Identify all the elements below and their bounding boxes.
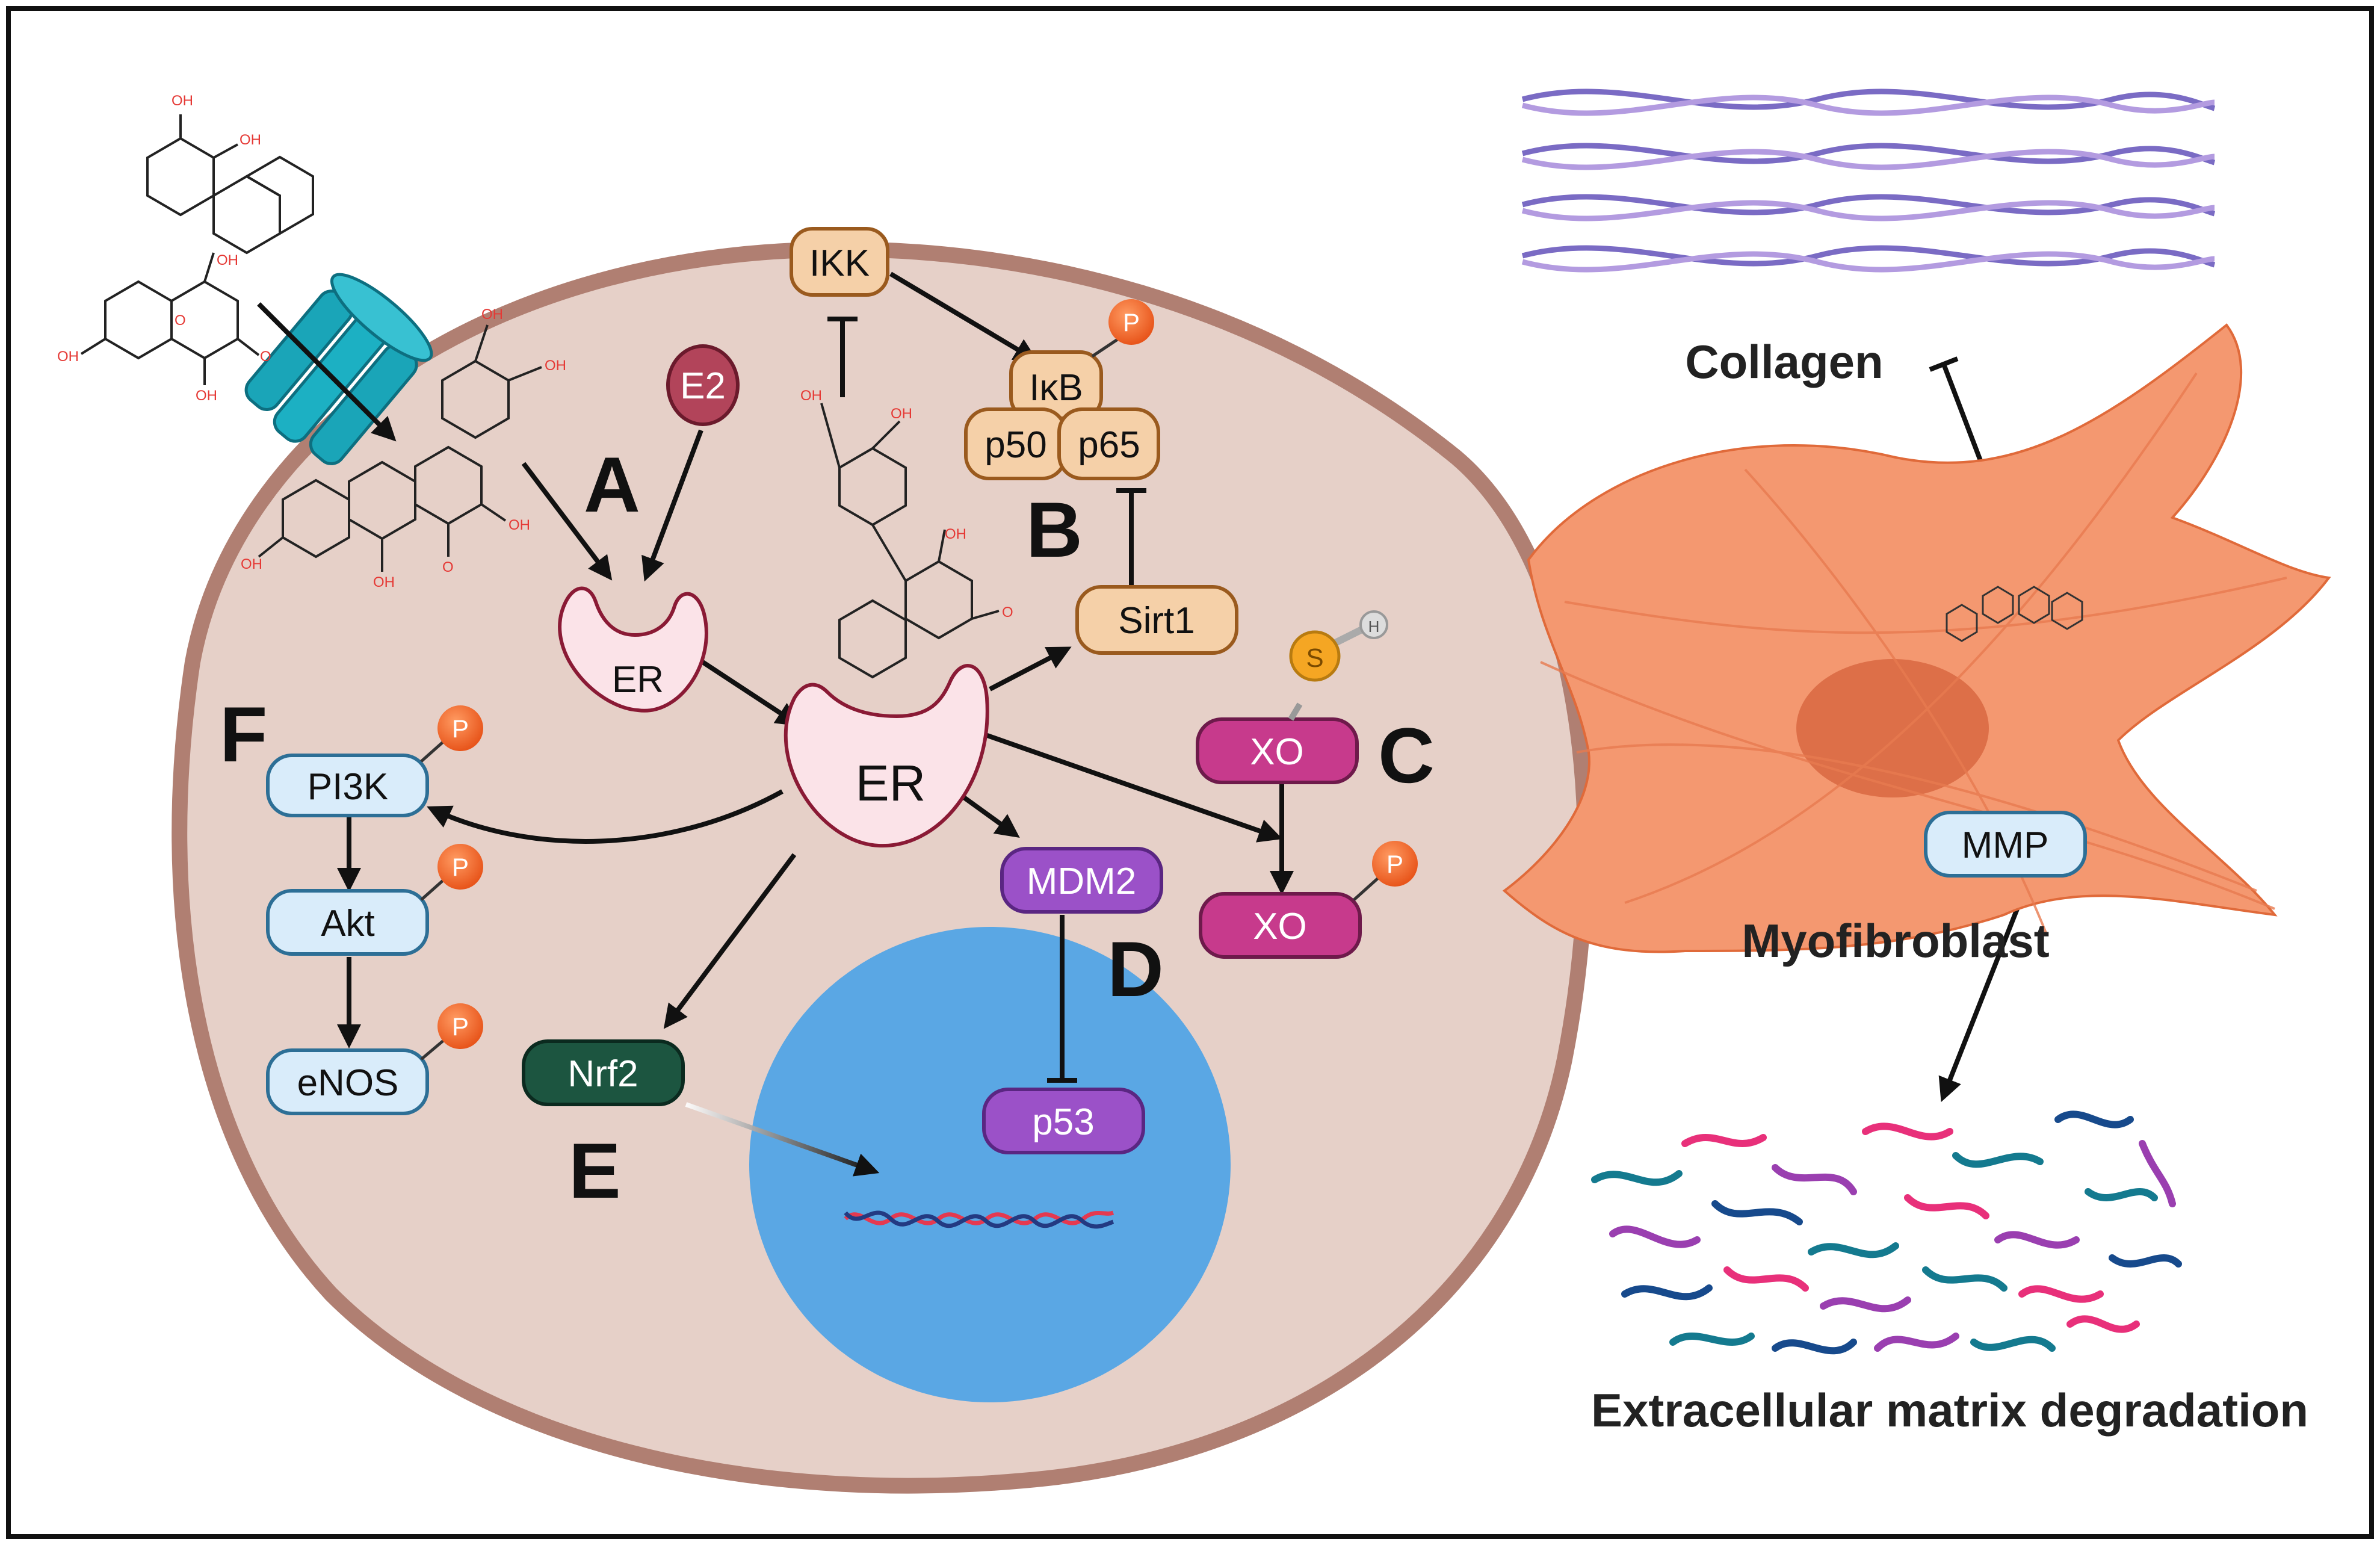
phosphate-icon: P	[1353, 841, 1418, 901]
sirt1-node: Sirt1	[1075, 585, 1238, 655]
atom-label: O	[260, 348, 271, 365]
atom-label: O	[1002, 604, 1013, 621]
xo-label: XO	[1253, 906, 1307, 947]
atom-label: OH	[196, 388, 217, 404]
arrow-er-er	[696, 657, 801, 726]
dna-helix-icon	[844, 1210, 1114, 1229]
ecm-fragments-icon	[1591, 1110, 2182, 1355]
arrow-mmp-ecm	[1938, 896, 2024, 1103]
quercetin-molecule-myofibroblast	[1946, 586, 2083, 642]
atom-label: OH	[240, 132, 261, 148]
pathway-arrows	[257, 271, 2024, 1103]
enos-node: eNOS	[266, 1048, 429, 1115]
phosphate-icon: P	[1091, 299, 1154, 358]
arrow-nrf2-dna	[685, 1102, 880, 1177]
er-label: ER	[612, 659, 664, 701]
atom-label: OH	[217, 252, 238, 268]
p65-label: p65	[1078, 424, 1140, 466]
phosphate-icon: P	[420, 705, 483, 763]
thiol-group-icon: S H	[1288, 610, 1388, 721]
panel-letter-e: E	[569, 1127, 621, 1215]
atom-label: OH	[891, 406, 912, 422]
atom-label: OH	[57, 348, 79, 365]
nrf2-label: Nrf2	[567, 1053, 638, 1095]
panel-letter-f: F	[220, 690, 267, 778]
xo-node-bottom: XO	[1199, 892, 1362, 959]
ikk-label: IKK	[809, 243, 870, 284]
arrow-e2-er	[641, 429, 703, 582]
quercetin-molecule-bound	[820, 403, 1000, 679]
phosphate-label: P	[452, 1012, 469, 1041]
pi3k-node: PI3K	[266, 754, 429, 817]
p65-node: p65	[1057, 407, 1160, 480]
panel-letter-d: D	[1107, 925, 1164, 1013]
atom-label: OH	[945, 526, 966, 542]
atom-label: OH	[172, 93, 193, 109]
arrow-er-xo	[983, 732, 1283, 843]
nucleus	[749, 927, 1231, 1402]
e2-node: E2	[666, 344, 740, 426]
hydrogen-label: H	[1368, 618, 1380, 636]
quercetin-molecule-inside	[258, 324, 542, 572]
atom-label: OH	[481, 306, 503, 323]
atom-label: OH	[545, 358, 566, 374]
p53-node: p53	[982, 1088, 1145, 1154]
panel-letter-b: B	[1026, 486, 1083, 574]
mdm2-node: MDM2	[1000, 847, 1163, 914]
er-label: ER	[856, 755, 926, 811]
akt-node: Akt	[266, 889, 429, 956]
e2-label: E2	[680, 365, 726, 407]
atom-label: OH	[508, 517, 530, 533]
xo-label: XO	[1250, 731, 1304, 773]
p50-label: p50	[984, 424, 1046, 466]
myofibroblast-caption: Myofibroblast	[1742, 914, 2049, 967]
phosphate-label: P	[452, 714, 469, 743]
phosphate-label: P	[452, 853, 469, 881]
er-receptor-a: ER	[558, 586, 708, 713]
phosphate-label: P	[1123, 308, 1140, 336]
atom-label: OH	[373, 574, 395, 590]
arrow-er-mdm2	[958, 792, 1020, 838]
akt-label: Akt	[321, 903, 375, 944]
mmp-node: MMP	[1924, 811, 2087, 878]
arrow-er-nrf2	[663, 853, 797, 1029]
arrow-er-sirt1	[989, 646, 1072, 692]
arrow-er-pi3k	[427, 789, 784, 844]
atom-label: O	[175, 312, 186, 329]
panel-letter-c: C	[1378, 711, 1435, 799]
panel-letter-a: A	[584, 441, 640, 528]
sulfur-label: S	[1306, 643, 1323, 673]
quercetin-molecule-outside	[80, 114, 314, 385]
collagen-fibers-icon	[1521, 88, 2216, 273]
ecm-caption: Extracellular matrix degradation	[1591, 1384, 2308, 1437]
er-receptor-main: ER	[784, 664, 989, 848]
ikb-label: IκB	[1029, 367, 1083, 409]
arrow-ikk-ikb	[889, 271, 1039, 362]
sirt1-label: Sirt1	[1118, 600, 1195, 642]
figure-border	[6, 6, 2374, 1539]
mmp-label: MMP	[1962, 825, 2049, 866]
myofibroblast-cell	[1502, 323, 2331, 953]
mdm2-label: MDM2	[1027, 861, 1137, 902]
phosphate-icon: P	[420, 844, 483, 901]
arrow-quercetin-er	[521, 462, 613, 581]
enos-label: eNOS	[297, 1062, 399, 1104]
atom-label: O	[442, 559, 454, 575]
atom-label: OH	[800, 388, 822, 404]
phosphate-icon: P	[420, 1003, 483, 1060]
pi3k-label: PI3K	[308, 766, 388, 808]
nrf2-node: Nrf2	[522, 1039, 685, 1106]
ikk-node: IKK	[790, 227, 889, 297]
cell-membrane	[172, 241, 1593, 1494]
atom-label: OH	[241, 556, 262, 572]
xo-node-top: XO	[1196, 717, 1359, 784]
p50-node: p50	[964, 407, 1067, 480]
p53-label: p53	[1032, 1101, 1094, 1143]
arrow-entry	[257, 302, 397, 442]
phosphate-label: P	[1386, 850, 1403, 878]
collagen-caption: Collagen	[1685, 335, 1883, 388]
